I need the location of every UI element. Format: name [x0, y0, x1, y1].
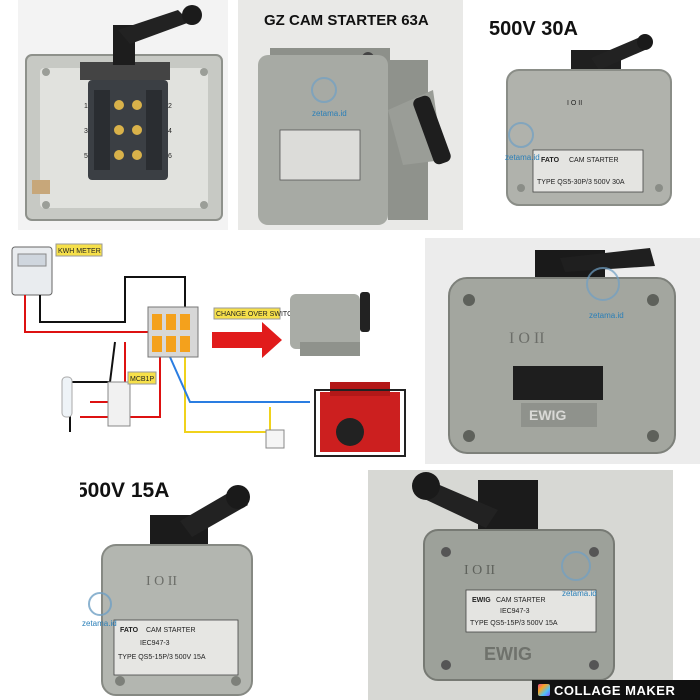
ewig-bottom-logo: EWIG: [484, 644, 532, 664]
photo-open-switch: 1 2 3 4 5 6: [18, 0, 228, 230]
watermark: zetama.id: [589, 311, 624, 320]
switch-number: 3: [84, 128, 88, 135]
switch-number: 2: [168, 103, 172, 110]
photo-30a-switch: FATO CAM STARTER TYPE QS5-30P/3 500V 30A…: [473, 0, 700, 230]
changeover-label: CHANGE OVER SWITCH: [216, 311, 297, 318]
positions-ewig: I O II: [509, 330, 545, 347]
plate-cam-15a: CAM STARTER: [146, 627, 196, 634]
watermark: zetama.id: [562, 589, 597, 598]
plate-iec: IEC947-3: [140, 640, 170, 647]
plate-type-30a: TYPE QS5-30P/3 500V 30A: [537, 179, 625, 186]
ewig-logo: EWIG: [529, 407, 566, 423]
watermark-overlay: zetama.id: [78, 590, 128, 630]
positions-30a: I O II: [567, 100, 582, 107]
switch-number: 6: [168, 153, 172, 160]
positions-15a: I O II: [146, 574, 177, 589]
watermark: zetama.id: [82, 619, 117, 628]
plate-type-ewig: TYPE QS5-15P/3 500V 15A: [470, 620, 558, 627]
plate-fato-15a: FATO: [120, 627, 139, 634]
collage-maker-badge: COLLAGE MAKER: [532, 680, 700, 700]
plate-type-15a: TYPE QS5-15P/3 500V 15A: [118, 654, 206, 661]
mcb-label: MCB1P: [130, 376, 154, 383]
plate-ewig-brand: EWIG: [472, 597, 491, 604]
switch-number: 1: [84, 103, 88, 110]
caption-gz: GZ CAM STARTER 63A: [264, 12, 429, 29]
photo-ewig-small: EWIG CAM STARTER IEC947-3 TYPE QS5-15P/3…: [368, 470, 673, 700]
switch-number: 4: [168, 128, 172, 135]
switch-number: 5: [84, 153, 88, 160]
watermark: zetama.id: [505, 153, 540, 162]
collage-maker-label: COLLAGE MAKER: [554, 682, 676, 698]
caption-30a: 500V 30A: [489, 18, 578, 40]
plate-iec-ewig: IEC947-3: [500, 608, 530, 615]
caption-15a: 500V 15A: [80, 479, 170, 502]
plate-fato: FATO: [541, 157, 560, 164]
wiring-diagram: KWH METER CHANGE OVER SWITCH MCB1P: [0, 232, 425, 464]
plate-cam-ewig: CAM STARTER: [496, 597, 546, 604]
photo-ewig-large: EWIG I O II zetama.id: [425, 238, 700, 464]
plate-cam: CAM STARTER: [569, 157, 619, 164]
collage-maker-icon: [538, 684, 550, 696]
photo-gz-cam-starter: zetama.id GZ CAM STARTER 63A: [238, 0, 463, 230]
positions-ewig-small: I O II: [464, 563, 495, 578]
watermark: zetama.id: [312, 109, 347, 118]
kwh-meter-label: KWH METER: [58, 248, 101, 255]
photo-15a-switch: FATO CAM STARTER IEC947-3 TYPE QS5-15P/3…: [80, 475, 260, 700]
